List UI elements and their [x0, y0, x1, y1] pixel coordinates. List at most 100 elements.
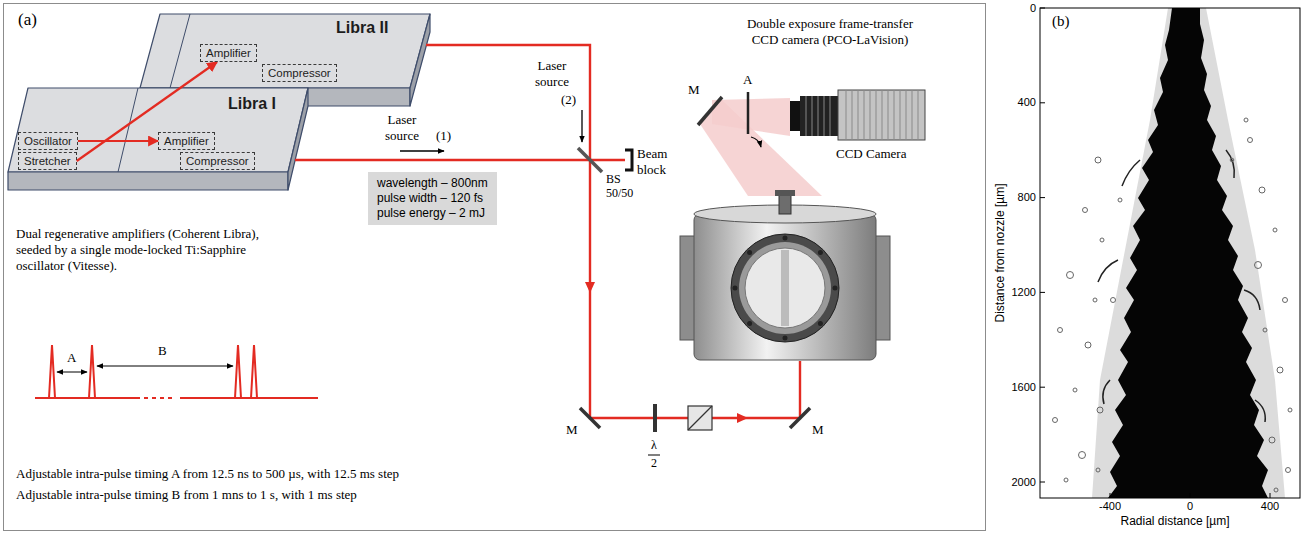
axis-tick-label: 1200: [1012, 286, 1036, 299]
droplet: [1259, 187, 1265, 193]
label-anchor: M: [566, 422, 578, 438]
parameter-line: pulse width – 120 fs: [377, 191, 488, 206]
beam-connector: [78, 140, 158, 142]
bolt: [818, 250, 823, 255]
mirror-symbol: [790, 408, 810, 428]
droplet: [1248, 138, 1253, 143]
droplet: [1073, 388, 1077, 392]
timing-note: Adjustable intra-pulse timing B from 1 m…: [16, 487, 357, 503]
bolt: [747, 250, 752, 255]
label-anchor: Dual regenerative amplifiers (Coherent L…: [16, 226, 284, 274]
module-box: Amplifier: [200, 44, 257, 62]
label-anchor: M: [688, 82, 700, 98]
camera-body: [838, 90, 925, 140]
spray-ligaments: [1098, 150, 1265, 422]
module-box: Compressor: [262, 64, 337, 82]
mirror-symbol: [698, 97, 722, 125]
droplet: [1283, 298, 1288, 303]
aperture-adjust-arrow: [751, 137, 761, 147]
axis-ticks: [1040, 8, 1270, 498]
label-anchor: Adjustable intra-pulse timing B from 1 m…: [16, 487, 357, 503]
unit-name: Libra I: [228, 94, 276, 113]
module-name: Oscillator: [24, 134, 72, 148]
label-anchor: Beam block: [637, 146, 681, 178]
beam-direction-arrow: [585, 282, 595, 293]
label-anchor: Distance from nozzle [µm]: [993, 184, 1007, 323]
housing-divider: [170, 14, 190, 88]
module-name: Amplifier: [206, 46, 251, 60]
ligament: [1098, 260, 1118, 282]
label-anchor: (b): [1052, 12, 1070, 30]
bolt: [818, 321, 823, 326]
panel-letter: (b): [1052, 12, 1070, 30]
module-box: Stretcher: [18, 152, 77, 170]
label-anchor: A: [67, 350, 76, 366]
droplet: [1053, 418, 1058, 423]
droplet: [1111, 298, 1116, 303]
aperture-symbol: [747, 92, 750, 134]
laser-pulse: [49, 345, 257, 398]
axis-tick-label: 0: [1187, 500, 1193, 513]
mirror-label: M: [566, 422, 578, 438]
module-box: Compressor: [180, 152, 255, 170]
droplet: [1274, 488, 1278, 492]
label-anchor: 1600: [1012, 381, 1036, 394]
droplet: [1096, 468, 1100, 472]
polarizer-cube: [688, 406, 712, 430]
waveplate-label: λ: [651, 438, 657, 452]
chamber-window: [745, 248, 825, 328]
parameter-line: pulse energy – 2 mJ: [377, 206, 488, 221]
camera-lens: [790, 101, 800, 131]
axis-title: Radial distance [µm]: [1121, 514, 1230, 528]
waveplate-label: 2: [651, 456, 657, 470]
module-name: Stretcher: [24, 154, 71, 168]
mirror-label: M: [688, 82, 700, 98]
chamber-window: [731, 234, 839, 342]
callout-number: (2): [561, 92, 576, 108]
lens-rings: [806, 96, 830, 136]
label-anchor: 0: [1030, 2, 1036, 15]
mirror-label: M: [812, 422, 824, 438]
housing-top: [140, 14, 430, 88]
laser-beam: [295, 159, 625, 161]
fraction-bar: [648, 455, 660, 456]
beam-splitter: [578, 148, 602, 172]
spray-droplets: [1053, 118, 1293, 492]
droplet: [1095, 157, 1101, 163]
axis-title: Distance from nozzle [µm]: [993, 184, 1007, 323]
bolt: [733, 286, 738, 291]
panel-letter: (a): [18, 10, 37, 30]
ligament: [1244, 290, 1260, 310]
plot-frame: [1040, 8, 1300, 498]
label-anchor: 2000: [1012, 476, 1036, 489]
camera-fins: [846, 90, 918, 140]
part-label: 50/50: [606, 186, 633, 200]
droplet: [1244, 118, 1248, 122]
droplet: [1067, 272, 1074, 279]
module-name: Compressor: [268, 66, 331, 80]
mirror-symbol: [580, 408, 600, 428]
housing-side: [410, 14, 430, 106]
unit-name: Libra II: [336, 18, 388, 37]
label-anchor: Laser source: [529, 58, 575, 90]
parameter-line: wavelength – 800nm: [377, 176, 488, 191]
timing-arrow: [57, 372, 87, 373]
label-anchor: Double exposure frame-transfer CCD camer…: [739, 16, 921, 48]
housing-side: [288, 88, 308, 190]
label-anchor: 400: [1018, 96, 1036, 109]
droplet: [1085, 342, 1091, 348]
timing-note: Adjustable intra-pulse timing A from 12.…: [16, 466, 399, 482]
label-anchor: BS: [606, 172, 621, 186]
droplet: [1230, 158, 1234, 162]
module-name: Compressor: [186, 154, 249, 168]
module-box: Amplifier: [158, 132, 215, 150]
label-anchor: CCD Camera: [836, 146, 906, 162]
label-anchor: Laser source: [379, 112, 425, 144]
axis-tick-label: -400: [1099, 500, 1121, 513]
label-anchor: Radial distance [µm]: [1121, 514, 1230, 528]
label-anchor: 400: [1261, 500, 1279, 513]
source-arrow: [581, 110, 582, 142]
